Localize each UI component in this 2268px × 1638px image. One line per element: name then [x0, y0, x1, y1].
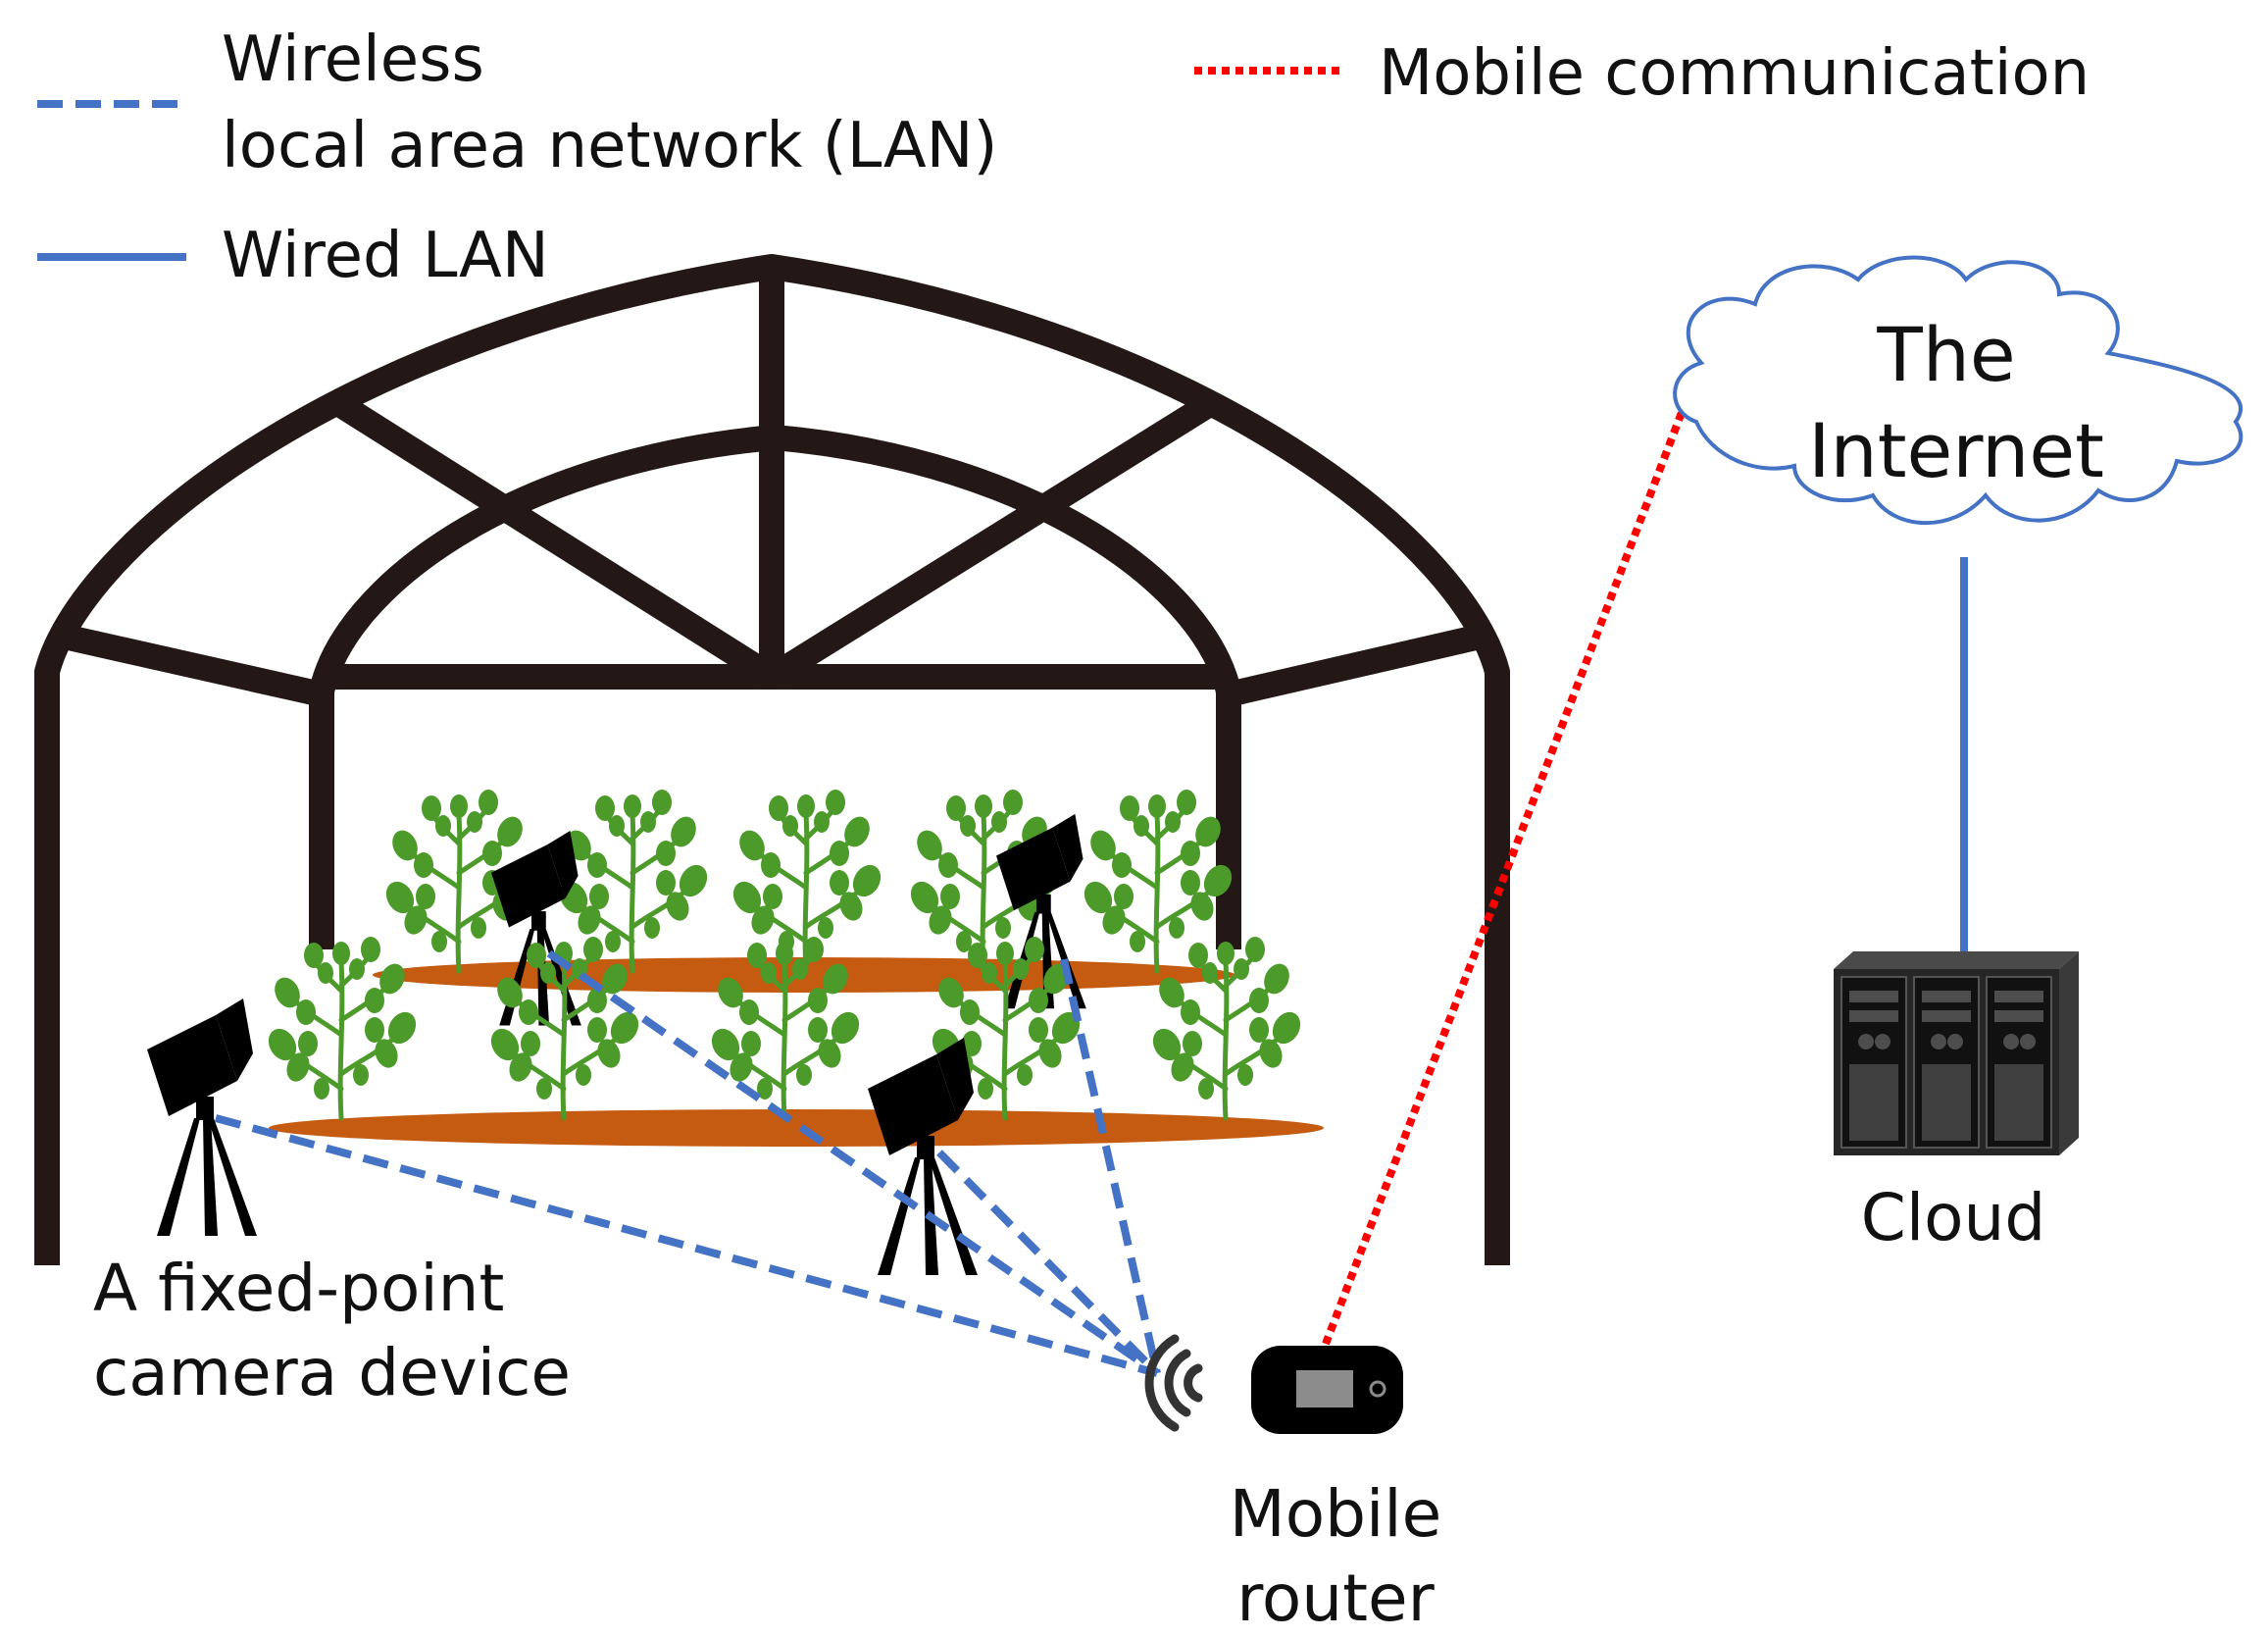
plant-icon — [1079, 790, 1237, 971]
camera-tripod-icon — [147, 998, 257, 1236]
greenhouse-frame — [34, 254, 1510, 1265]
plant-icon — [263, 937, 422, 1118]
legend-wired-label: Wired LAN — [222, 220, 549, 292]
legend-wireless-label-line1: Wireless — [222, 24, 484, 96]
camera-label-line2: camera device — [93, 1335, 571, 1410]
wireless-lan-links — [214, 949, 1161, 1377]
wireless-link-front-left — [214, 1114, 1159, 1377]
mobile-router-icon — [1251, 1346, 1403, 1434]
cloud-label: Cloud — [1861, 1180, 2046, 1255]
internet-label-line1: The — [1876, 311, 2015, 398]
cloud-icon: The Internet — [1673, 255, 2243, 526]
mobile-communication-link — [1322, 408, 1687, 1346]
wifi-signal-icon — [1144, 1334, 1203, 1432]
legend: Wireless local area network (LAN) Wired … — [37, 24, 2090, 292]
legend-mobile-label: Mobile communication — [1379, 37, 2090, 110]
wireless-link-back-right — [1060, 958, 1161, 1374]
camera-label-line1: A fixed-point — [93, 1251, 504, 1326]
internet-label-line2: Internet — [1808, 407, 2104, 494]
router-label-line1: Mobile — [1230, 1476, 1442, 1552]
plant-icon — [554, 790, 713, 971]
plant-row-front — [263, 937, 1306, 1118]
plant-icon — [1147, 937, 1306, 1118]
router-label-line2: router — [1236, 1561, 1435, 1636]
wireless-link-front-center — [936, 1150, 1160, 1376]
server-rack-icon — [1834, 951, 2079, 1155]
legend-wireless-label-line2: local area network (LAN) — [222, 110, 998, 182]
soil-bed-front — [269, 1109, 1324, 1147]
wireless-link-back-left — [546, 949, 1160, 1377]
